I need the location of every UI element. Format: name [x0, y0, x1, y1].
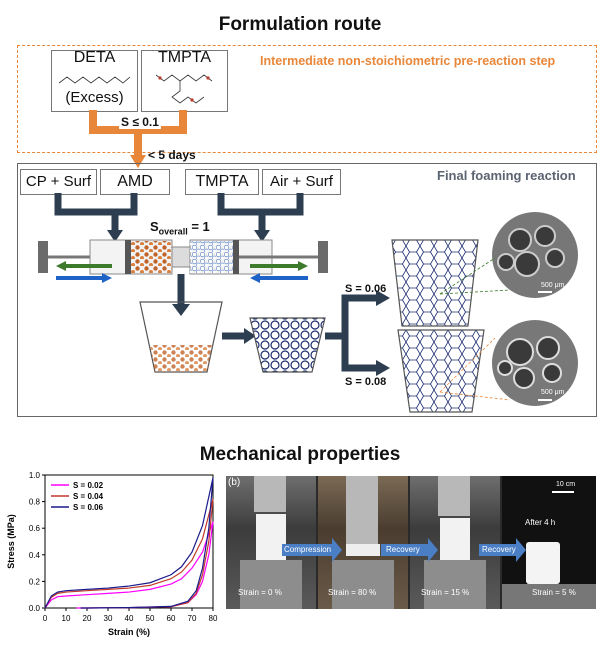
branch-bottom-label: S = 0.08	[345, 376, 387, 388]
section-title-formulation: Formulation route	[218, 14, 382, 35]
time-condition-label: < 5 days	[148, 148, 196, 162]
scale-bar-line	[552, 491, 574, 493]
s-overall-suffix: = 1	[187, 219, 210, 234]
tmpta-pre-box: TMPTA	[141, 49, 228, 112]
x-tick-label: 50	[146, 614, 155, 623]
panel-label: (b)	[228, 477, 241, 488]
final-foaming-label: Final foaming reaction	[437, 168, 576, 183]
strain-label-4: Strain = 5 %	[532, 588, 576, 597]
tmpta-structure-icon	[155, 74, 213, 104]
step-recovery-2: Recovery	[482, 545, 516, 554]
x-tick-label: 20	[83, 614, 92, 623]
x-tick-label: 0	[43, 614, 48, 623]
x-tick-label: 10	[62, 614, 71, 623]
deta-structure-icon	[58, 76, 131, 84]
legend-label: S = 0.02	[73, 481, 104, 490]
section-title-mechanical: Mechanical properties	[199, 444, 401, 465]
after-label: After 4 h	[525, 518, 556, 527]
s-overall-sub: overall	[158, 226, 188, 237]
press-head-1	[254, 476, 286, 512]
pre-reaction-label: Intermediate non-stoichiometric pre-reac…	[260, 54, 556, 68]
series-line	[44, 477, 214, 609]
foam-sample-1	[256, 514, 286, 560]
deta-note: (Excess)	[65, 89, 124, 106]
press-base-3	[424, 560, 486, 609]
foam-sample-3	[440, 518, 470, 560]
table-surface-4	[502, 584, 596, 609]
y-tick-label: 1.0	[29, 471, 41, 480]
y-tick-label: 0.2	[29, 577, 41, 586]
x-tick-label: 30	[104, 614, 113, 623]
y-axis-label: Stress (MPa)	[6, 514, 16, 569]
foam-sample-2	[346, 544, 380, 556]
final-foaming-frame	[17, 163, 597, 417]
press-head-3	[438, 476, 470, 516]
photo-3	[410, 476, 500, 609]
scale-bar-top: 500 μm	[541, 282, 565, 289]
input-amd: AMD	[100, 169, 170, 195]
s-overall-prefix: S	[150, 219, 159, 234]
x-axis-label: Strain (%)	[108, 627, 150, 637]
foam-sample-4	[526, 542, 560, 584]
scale-label: 10 cm	[556, 481, 576, 488]
press-head-2	[346, 476, 378, 544]
press-base-1	[240, 560, 302, 609]
x-tick-label: 80	[209, 614, 218, 623]
deta-label: DETA	[73, 49, 116, 66]
x-tick-label: 70	[188, 614, 197, 623]
photo-panel	[226, 476, 596, 609]
strain-label-3: Strain = 15 %	[421, 588, 470, 597]
input-air-surf: Air + Surf	[262, 169, 341, 195]
y-tick-label: 0.0	[29, 604, 41, 613]
legend-label: S = 0.04	[73, 492, 104, 501]
step-recovery-1: Recovery	[386, 545, 420, 554]
y-tick-label: 0.8	[29, 498, 41, 507]
foaming-schematic	[38, 193, 578, 413]
x-tick-label: 60	[167, 614, 176, 623]
orange-connector	[89, 110, 187, 168]
y-tick-label: 0.6	[29, 524, 41, 533]
tmpta-pre-label: TMPTA	[157, 49, 212, 66]
input-tmpta: TMPTA	[185, 169, 259, 195]
s-condition-label: S ≤ 0.1	[119, 115, 161, 129]
stress-strain-chart: 0 10 20 30 40 50 60 70 80 0.0 0.2 0.4 0.6 0.8 1.0Strai…	[6, 471, 218, 637]
strain-label-1: Strain = 0 %	[238, 588, 282, 597]
deta-box: DETA (Excess)	[51, 49, 138, 112]
y-tick-label: 0.4	[29, 551, 41, 560]
photo-1	[226, 476, 316, 609]
branch-top-label: S = 0.06	[345, 283, 387, 295]
strain-label-2: Strain = 80 %	[328, 588, 377, 597]
navy-arrows	[54, 193, 304, 232]
x-tick-label: 40	[125, 614, 134, 623]
legend-label: S = 0.06	[73, 503, 104, 512]
press-base-2	[332, 560, 394, 609]
step-compression: Compression	[284, 545, 332, 554]
s-overall-label: Soverall = 1	[150, 219, 210, 237]
pre-reaction-frame	[17, 45, 597, 153]
scale-bar-bottom: 500 μm	[541, 389, 565, 396]
